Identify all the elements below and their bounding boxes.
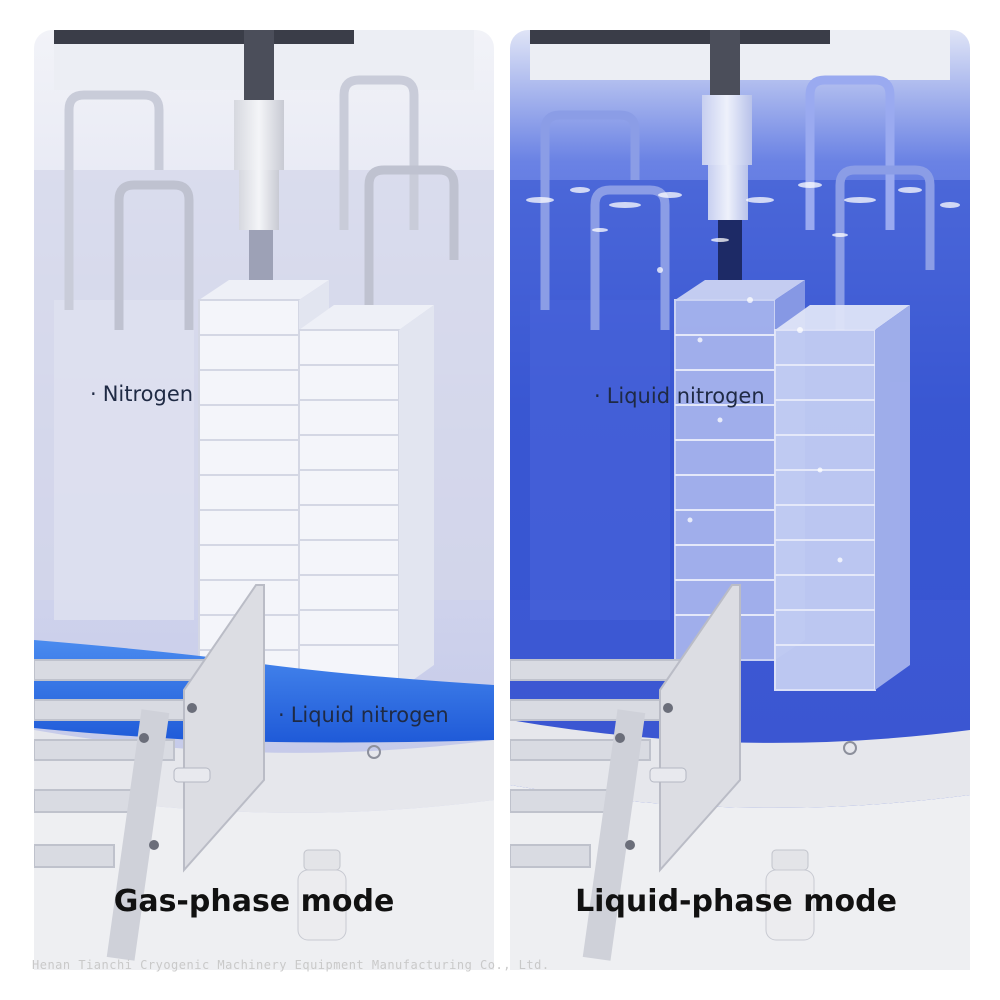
bullet-dot: · xyxy=(594,384,601,408)
rim-bolt xyxy=(843,741,857,755)
lid-shadow xyxy=(530,30,830,44)
door-latch xyxy=(173,767,211,783)
mode-title-liquid: Liquid-phase mode xyxy=(575,884,897,919)
left-rack-wall xyxy=(530,300,670,620)
label-nitrogen: ·Nitrogen xyxy=(90,382,194,406)
label-liquid-nitrogen-gas: ·Liquid nitrogen xyxy=(278,703,449,727)
handle-front-left xyxy=(114,180,194,330)
door-bolt-2 xyxy=(139,733,149,743)
ladder-rail xyxy=(106,709,170,961)
bullet-dot: · xyxy=(90,382,97,406)
shaft-dark xyxy=(710,30,740,100)
mode-title-gas: Gas-phase mode xyxy=(113,884,395,919)
rack-tower-right xyxy=(298,305,434,691)
shaft-dark xyxy=(244,30,274,110)
caster-wheel xyxy=(765,849,815,941)
liquid-phase-panel: ·Liquid nitrogen Liquid-phase mode xyxy=(510,0,970,970)
access-door xyxy=(183,584,265,873)
gas-phase-illustration xyxy=(34,30,494,970)
handle-back-right xyxy=(339,75,419,230)
handle-back-right xyxy=(805,75,895,230)
handle-front-left xyxy=(590,185,670,330)
shaft-sleeve xyxy=(234,100,284,170)
door-bolt-2 xyxy=(615,733,625,743)
liquid-surface-bubbles xyxy=(526,182,960,563)
bullet-dot: · xyxy=(278,703,285,727)
handle-back-left xyxy=(64,90,164,310)
ladder-rail xyxy=(582,709,646,961)
door-bolt-3 xyxy=(625,840,635,850)
gas-phase-panel: ·Nitrogen ·Liquid nitrogen Gas-phase mod… xyxy=(34,0,494,970)
door-latch xyxy=(649,767,687,783)
rack-box-dividers xyxy=(675,334,875,646)
access-door xyxy=(659,584,741,873)
left-rack-wall xyxy=(54,300,194,620)
label-liquid-nitrogen-liquid: ·Liquid nitrogen xyxy=(594,384,765,408)
shaft-lower xyxy=(718,220,742,280)
door-bolt-3 xyxy=(149,840,159,850)
company-watermark: Henan Tianchi Cryogenic Machinery Equipm… xyxy=(32,958,550,972)
rack-tower-right xyxy=(774,305,910,691)
shaft-collar xyxy=(239,170,279,230)
door-bolt-1 xyxy=(663,703,673,713)
handle-front-right xyxy=(835,165,935,330)
dewar-base xyxy=(34,790,494,970)
caster-wheel xyxy=(297,849,347,941)
shaft-sleeve xyxy=(702,95,752,165)
door-bolt-1 xyxy=(187,703,197,713)
lid-shadow xyxy=(54,30,354,44)
shaft-collar xyxy=(708,165,748,220)
rim-bolt xyxy=(367,745,381,759)
handle-back-left xyxy=(540,110,640,310)
liquid-phase-illustration xyxy=(510,30,970,970)
handle-front-right xyxy=(364,165,459,330)
